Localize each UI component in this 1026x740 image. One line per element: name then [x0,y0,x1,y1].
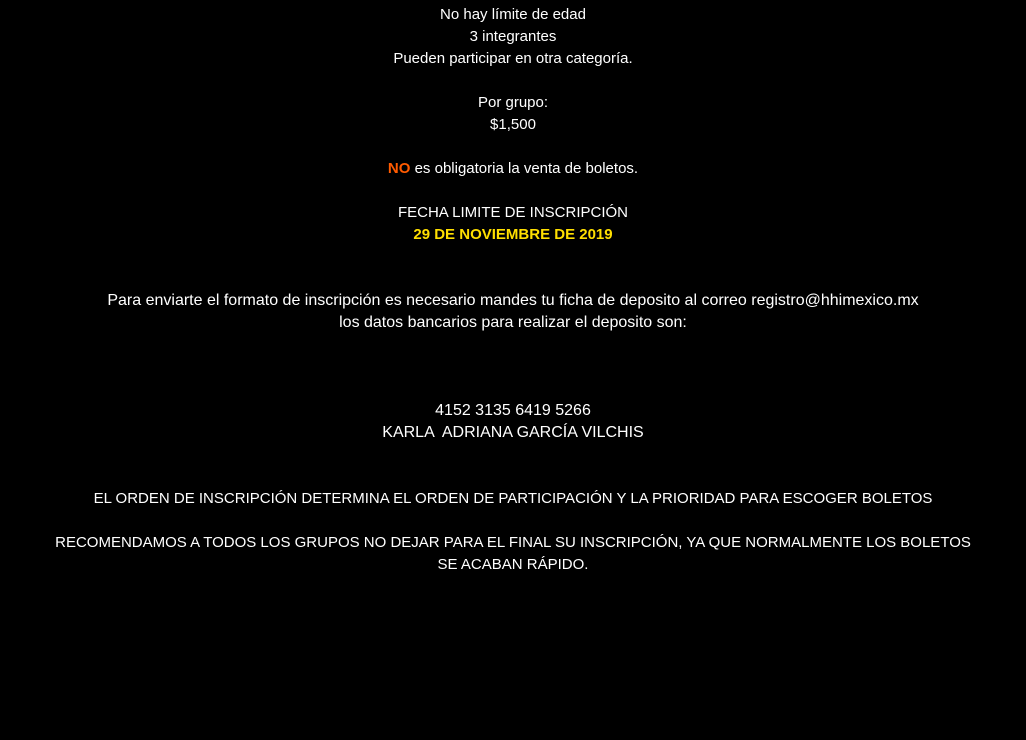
deposit-instructions-line2: los datos bancarios para realizar el dep… [339,314,687,331]
order-note: EL ORDEN DE INSCRIPCIÓN DETERMINA EL ORD… [93,490,933,507]
recommendation-note-end: SE ACABAN RÁPIDO. [437,556,589,573]
tickets-note-text: es obligatoria la venta de boletos. [410,160,639,177]
other-category-text: Pueden participar en otra categoría. [393,50,633,67]
spacer [8,136,1018,158]
age-limit-text: No hay límite de edad [440,6,586,23]
deposit-instructions-line1: Para enviarte el formato de inscripción … [107,292,919,309]
price-label: Por grupo: [477,94,549,111]
recommendation-note: RECOMENDAMOS A TODOS LOS GRUPOS NO DEJAR… [55,534,971,551]
tickets-note: NO es obligatoria la venta de boletos. [8,158,1018,180]
spacer [8,180,1018,202]
deadline-date: 29 DE NOVIEMBRE DE 2019 [413,226,613,243]
deadline-label: FECHA LIMITE DE INSCRIPCIÓN [397,204,629,221]
spacer [8,510,1018,532]
spacer [8,444,1018,488]
spacer [8,246,1018,290]
price-amount: $1,500 [490,116,536,133]
account-holder: KARLA ADRIANA GARCÍA VILCHIS [382,424,644,441]
members-text: 3 integrantes [469,28,557,45]
spacer [8,70,1018,92]
tickets-note-highlight: NO [387,160,411,177]
spacer [8,334,1018,400]
card-number: 4152 3135 6419 5266 [435,402,591,419]
